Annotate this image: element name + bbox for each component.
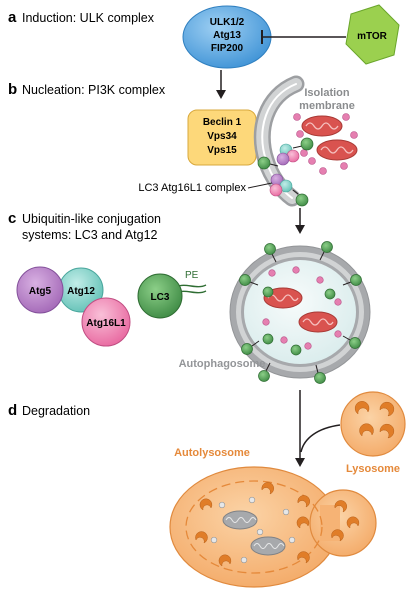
pi3k-line2: Vps34 [207, 131, 237, 142]
atg16l1-bubble [81, 297, 131, 347]
autophagosome-mitochondrion [298, 311, 338, 333]
lysosome-label: Lysosome [346, 463, 400, 475]
atg5-atg12-atg16l1-complex: Atg5 Atg12 Atg16L1 [16, 266, 131, 347]
atg16l1-label: Atg16L1 [86, 318, 126, 329]
pi3k-line3: Vps15 [207, 145, 237, 156]
panel-a-title: Induction: ULK complex [22, 11, 155, 25]
isolation-membrane-line1: Isolation [304, 87, 350, 99]
lc3-label: LC3 [151, 292, 170, 303]
autophagosome [229, 241, 371, 384]
lc3-atg16l1-label: LC3 Atg16L1 complex [138, 182, 246, 194]
atg12-label: Atg12 [67, 286, 95, 297]
autophagosome-mitochondrion [263, 287, 303, 309]
lc3-bubble [137, 273, 183, 319]
autolysosome-label: Autolysosome [174, 447, 250, 459]
arrow-membrane-to-autophagosome [295, 208, 305, 234]
ulk-line1: ULK1/2 [210, 17, 245, 28]
panel-b-title: Nucleation: PI3K complex [22, 83, 166, 97]
pe-label: PE [185, 270, 199, 281]
autophagosome-label: Autophagosome [179, 358, 266, 370]
degrading-mitochondria [222, 510, 286, 556]
lc3-pe-conjugate: LC3 PE [137, 270, 207, 319]
ulk-complex: ULK1/2 Atg13 FIP200 [182, 5, 272, 69]
mtor-inhibition-arrow [261, 30, 346, 44]
panel-d-title: Degradation [22, 404, 90, 418]
cargo-particles [293, 113, 358, 175]
isolation-membrane-line2: membrane [299, 100, 355, 112]
pi3k-line1: Beclin 1 [203, 117, 242, 128]
autolysosome [169, 466, 377, 588]
cargo-mitochondrion [316, 139, 358, 161]
mtor-label: mTOR [357, 31, 388, 42]
panel-b-letter: b [8, 81, 17, 98]
lysosomal-enzymes [195, 482, 360, 567]
panel-c-letter: c [8, 210, 16, 227]
mtor: mTOR [345, 4, 400, 65]
panel-c-title-line2: systems: LC3 and Atg12 [22, 228, 158, 242]
atg-complex-dots [269, 143, 300, 197]
panel-a-letter: a [8, 9, 17, 26]
autophagosome-lc3 [239, 241, 362, 384]
cargo-mitochondrion [301, 115, 343, 137]
atg5-bubble [16, 266, 64, 314]
arrow-ulk-to-pi3k [216, 70, 226, 99]
lysosome [340, 391, 406, 457]
ulk-line3: FIP200 [211, 43, 244, 54]
lc3-on-membrane [257, 137, 314, 207]
ulk-line2: Atg13 [213, 30, 241, 41]
pi3k-complex: Beclin 1 Vps34 Vps15 [187, 109, 257, 166]
autophagosome-particles [262, 266, 342, 350]
arrow-autophagosome-to-autolysosome [295, 390, 341, 467]
atg5-label: Atg5 [29, 286, 52, 297]
lc3-atg16l1-pointer [247, 182, 273, 189]
panel-d-letter: d [8, 402, 17, 419]
degrading-particles [210, 496, 296, 564]
panel-c-title-line1: Ubiquitin-like conjugation [22, 212, 161, 226]
